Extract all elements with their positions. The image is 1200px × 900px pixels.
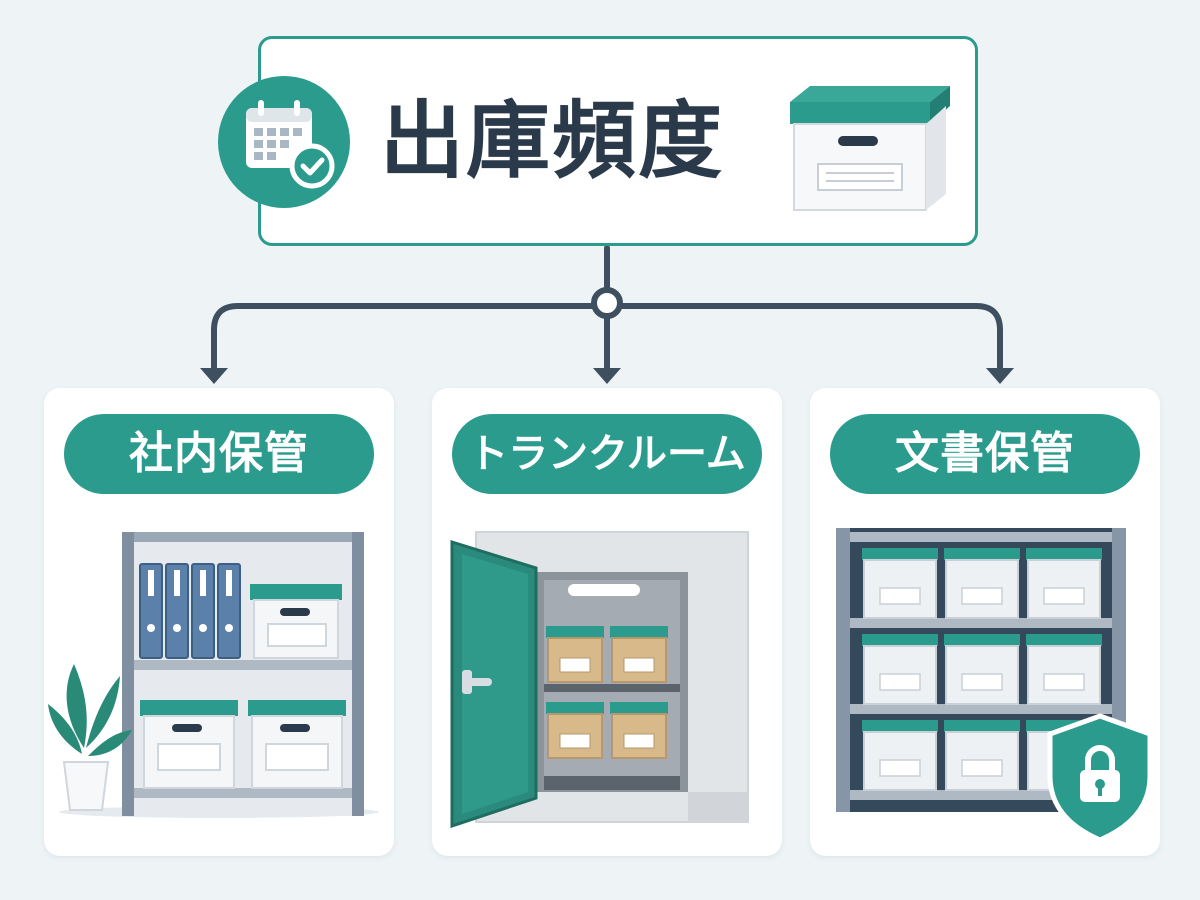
shelf-with-binders xyxy=(48,532,379,818)
metal-shelf-boxes xyxy=(836,528,1153,838)
category-card-trunk-room: トランクルーム xyxy=(432,388,782,856)
archive-box-icon xyxy=(790,86,950,211)
category-label-trunk-room: トランクルーム xyxy=(452,414,762,494)
category-card-in-house: 社内保管 xyxy=(44,388,394,856)
arrow-down-icon xyxy=(593,368,621,384)
category-label-document-storage: 文書保管 xyxy=(830,414,1140,494)
category-label-in-house: 社内保管 xyxy=(64,414,374,494)
calendar-badge xyxy=(218,76,350,208)
category-card-document-storage: 文書保管 xyxy=(810,388,1160,856)
storage-room-door xyxy=(450,531,749,828)
calendar-check-icon xyxy=(246,100,335,189)
arrow-down-icon xyxy=(200,368,228,384)
arrow-down-icon xyxy=(986,368,1014,384)
shield-lock-icon xyxy=(1047,713,1153,838)
root-title: 出庫頻度 xyxy=(380,92,725,190)
plant xyxy=(48,664,132,756)
